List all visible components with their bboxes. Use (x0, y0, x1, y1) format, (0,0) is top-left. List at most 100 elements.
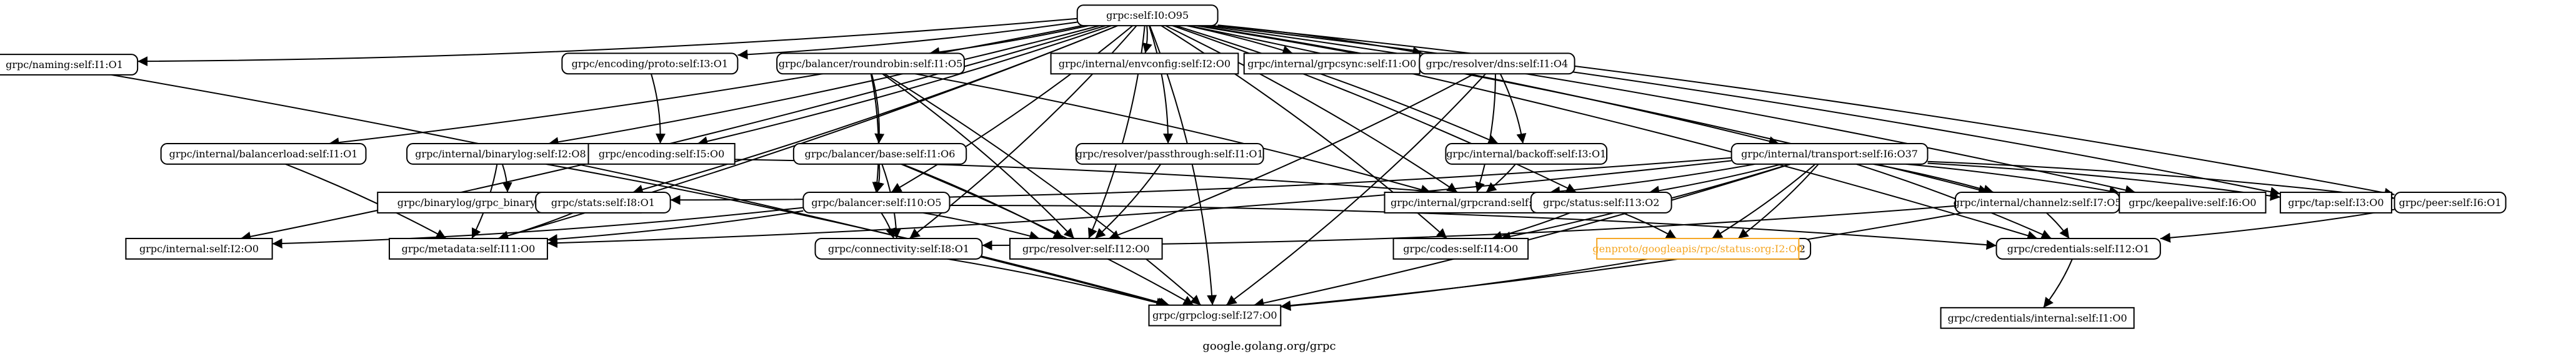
edge-transport-to-keepalive (1905, 163, 2120, 196)
node-box (535, 192, 671, 214)
graph-node-genproto: genproto/googleapis/rpc/status:org:I2:O0 (1592, 237, 1803, 260)
graph-node-balload: grpc/internal/balancerload:self:I1:O1 (160, 143, 367, 165)
node-box (125, 237, 273, 260)
edge-transport-to-syscall (1737, 164, 1819, 239)
node-box (587, 143, 736, 165)
node-box (1076, 4, 1219, 27)
node-box (2279, 192, 2392, 214)
edge-grpc-to-peer (1217, 24, 2395, 198)
edge-bal-base-to-balancer (874, 164, 884, 193)
edge-grpc-to-res-pass (1148, 25, 1174, 144)
node-label: grpc/peer:self:I6:O1 (2399, 197, 2502, 209)
edge-bal-rr-to-grpcrand (915, 73, 1431, 195)
graph-node-bal-rr: grpc/balancer/roundrobin:self:I1:O5 (776, 52, 965, 75)
edge-peer-to-credentials (2160, 209, 2395, 243)
node-box (802, 192, 951, 214)
node-box (1530, 192, 1672, 214)
edge-syscall-to-grpclog (1281, 258, 1649, 311)
graph-node-resolver: grpc/resolver:self:I12:O0 (1009, 237, 1163, 260)
nodes-layer: grpc:self:I0:O95 grpc/naming:self:I1:O1 gr… (0, 4, 2507, 329)
node-label: grpc:self:I0:O95 (1106, 9, 1189, 21)
node-label: grpc/balancer:self:I10:O5 (811, 197, 941, 209)
node-box (1596, 237, 1800, 260)
edge-balancer-to-resolver (922, 212, 1040, 241)
edge-grpc-to-bal-rr (929, 25, 1089, 57)
node-box (1995, 237, 2161, 260)
node-box (1445, 143, 1608, 165)
edge-status-to-genproto (1622, 212, 1677, 239)
edge-transport-to-channelz (1873, 163, 1994, 195)
edge-balancer-to-metadata (547, 210, 804, 244)
edge-stats-to-metadata (498, 212, 574, 241)
node-label: grpc/connectivity:self:I8:O1 (828, 243, 969, 255)
edge-grpc-to-stats (632, 25, 1118, 195)
edge-grpc-to-internal (241, 25, 1106, 242)
node-box (160, 143, 367, 165)
edge-bal-base-to-grpclog (901, 163, 1194, 306)
graph-node-channelz: grpc/internal/channelz:self:I7:O5 (1954, 192, 2122, 214)
node-label: grpc/grpclog:self:I27:O0 (1152, 310, 1277, 322)
edge-grpc-to-balancer (891, 25, 1134, 193)
node-label: grpc/resolver/passthrough:self:I1:O1 (1076, 148, 1264, 160)
graph-node-grpclog: grpc/grpclog:self:I27:O0 (1148, 304, 1282, 327)
graph-node-naming: grpc/naming:self:I1:O1 (0, 54, 139, 76)
edge-res-dns-to-backoff (1499, 73, 1527, 144)
edge-bal-base-to-resolver (902, 163, 1064, 239)
edge-backoff-to-grpcrand (1485, 164, 1516, 193)
edge-grpc-to-enc-proto (737, 21, 1077, 60)
graph-node-res-pass: grpc/resolver/passthrough:self:I1:O1 (1075, 143, 1264, 165)
edge-bal-rr-to-resolver (882, 73, 1075, 239)
edge-grpc-to-channelz (1196, 25, 1989, 195)
graph-node-credentials: grpc/credentials:self:I12:O1 (1995, 237, 2161, 260)
node-box (2119, 192, 2267, 214)
graph-node-tap: grpc/tap:self:I3:O0 (2279, 192, 2392, 214)
graph-node-metadata: grpc/metadata:self:I11:O0 (388, 237, 548, 260)
node-label: grpc/status:self:I13:O2 (1543, 197, 1659, 209)
node-label: grpc/internal/channelz:self:I7:O5 (1954, 197, 2122, 209)
edge-naming-to-grpclog (111, 74, 1168, 308)
graph-node-backoff: grpc/internal/backoff:self:I3:O1 (1445, 143, 1608, 165)
edge-grpc-to-status (1172, 25, 1577, 193)
graph-node-balancer: grpc/balancer:self:I10:O5 (802, 192, 951, 214)
edge-transport-to-metadata (547, 160, 1732, 248)
node-box (388, 237, 548, 260)
node-box (561, 52, 739, 75)
node-box (1419, 52, 1575, 75)
node-box (814, 237, 983, 260)
edge-grpc-to-tap (1212, 25, 2281, 197)
edge-connectivity-to-grpclog (947, 258, 1167, 308)
graph-node-stats: grpc/stats:self:I8:O1 (535, 192, 671, 214)
node-label: grpc/resolver/dns:self:I1:O4 (1426, 57, 1569, 69)
node-box (1009, 237, 1163, 260)
node-label: grpc/internal/backoff:self:I3:O1 (1446, 148, 1606, 160)
node-box (1392, 237, 1529, 260)
graph-node-connectivity: grpc/connectivity:self:I8:O1 (814, 237, 983, 260)
graph-node-grpcsync: grpc/internal/grpcsync:self:I1:O0 (1243, 52, 1420, 75)
edge-grpc-to-naming (137, 17, 1077, 67)
node-label: grpc/internal/envconfig:self:I2:O0 (1059, 57, 1231, 69)
node-label: genproto/googleapis/rpc/status:org:I2:O0 (1592, 243, 1803, 255)
node-label: grpc/balancer/roundrobin:self:I1:O5 (779, 57, 962, 69)
node-box (792, 143, 967, 165)
node-box (2394, 192, 2507, 214)
edge-balancer-to-internal (272, 207, 804, 248)
node-box (1730, 143, 1929, 165)
node-label: grpc/encoding/proto:self:I3:O1 (572, 57, 728, 69)
node-label: grpc/encoding:self:I5:O0 (599, 148, 724, 160)
graph-node-internal: grpc/internal:self:I2:O0 (125, 237, 273, 260)
node-box (1940, 307, 2135, 329)
node-label: grpc/codes:self:I14:O0 (1403, 243, 1518, 255)
edge-bal-rr-to-grpclog (884, 73, 1202, 306)
edge-binarylog-to-binlog-v1 (501, 164, 512, 193)
edge-transport-to-grpclog (1254, 163, 1791, 308)
node-label: grpc/internal/grpcrand:self:I5:O0 (1390, 197, 1560, 209)
graph-node-bal-base: grpc/balancer/base:self:I1:O6 (792, 143, 967, 165)
node-label: grpc/credentials:self:I12:O1 (2007, 243, 2150, 255)
edge-grpc-to-envconfig (1142, 26, 1152, 54)
node-box (1075, 143, 1264, 165)
node-label: grpc/naming:self:I1:O1 (6, 59, 123, 71)
node-label: grpc/internal:self:I2:O0 (139, 243, 259, 255)
node-box (776, 52, 965, 75)
edge-res-dns-to-resolver (1108, 73, 1475, 240)
